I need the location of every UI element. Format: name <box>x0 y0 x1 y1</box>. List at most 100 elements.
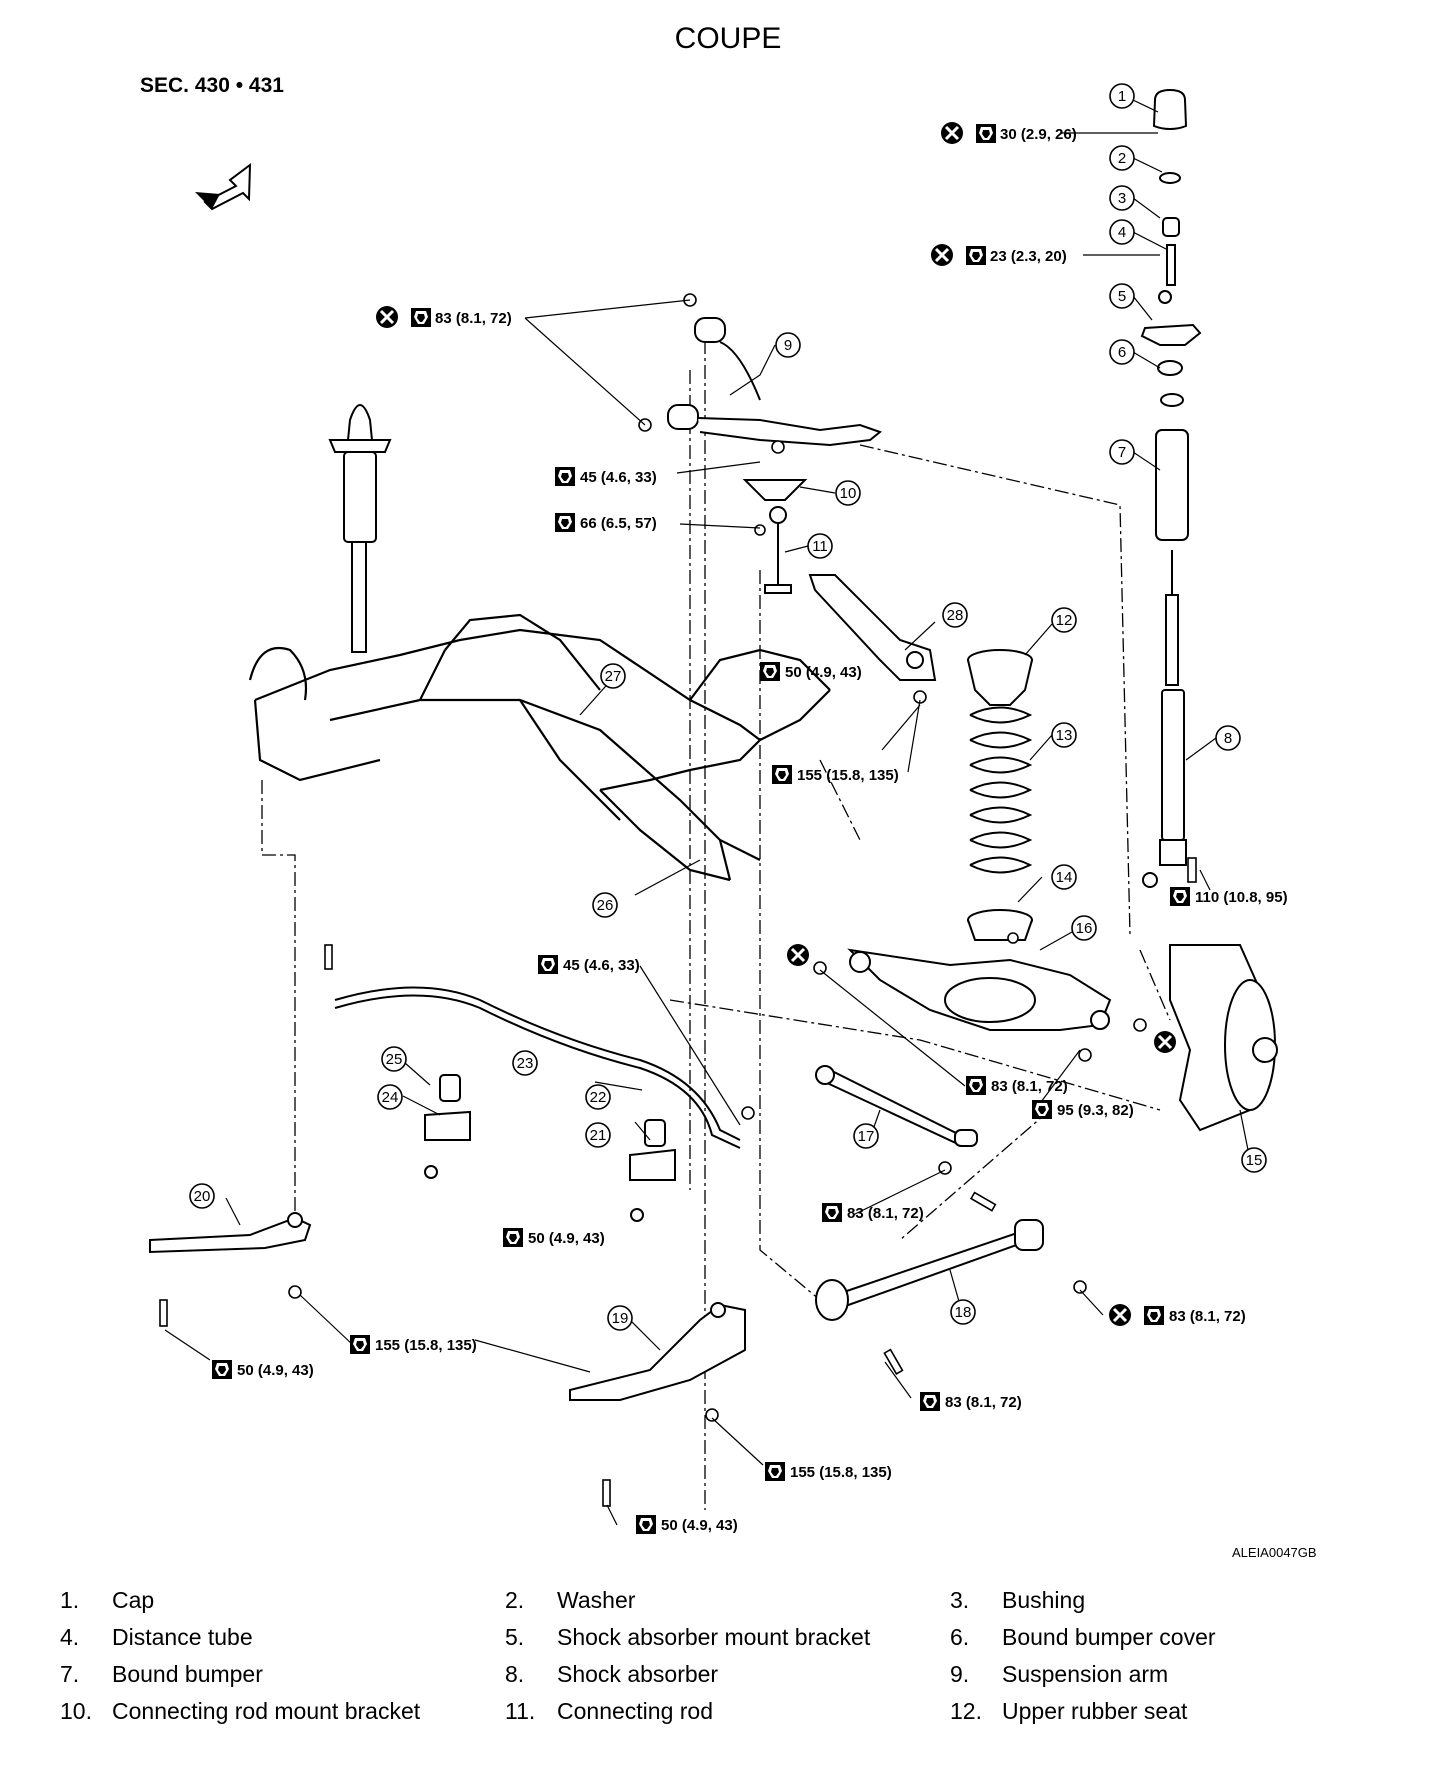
svg-text:19: 19 <box>612 1310 629 1327</box>
torque-spec-23: 23 (2.3, 20) <box>929 242 1067 268</box>
svg-text:50 (4.9, 43): 50 (4.9, 43) <box>785 664 862 681</box>
legend-item: 9.Suspension arm <box>950 1661 1395 1688</box>
legend-item: 2.Washer <box>505 1587 950 1614</box>
callout-18: 18 <box>950 1299 976 1325</box>
legend-item: 10.Connecting rod mount bracket <box>60 1698 505 1725</box>
svg-text:9: 9 <box>784 337 792 354</box>
svg-text:14: 14 <box>1056 869 1073 886</box>
svg-text:50 (4.9, 43): 50 (4.9, 43) <box>237 1362 314 1379</box>
legend-number: 1. <box>60 1587 80 1613</box>
torque-spec-155-left: 155 (15.8, 135) <box>350 1335 477 1354</box>
legend-number: 8. <box>505 1661 525 1687</box>
shock-absorber-stack <box>1140 88 1202 888</box>
svg-text:12: 12 <box>1056 612 1073 629</box>
callout-25: 25 <box>381 1046 407 1072</box>
legend-number: 7. <box>60 1661 80 1687</box>
section-reference: SEC. 430 • 431 <box>140 74 284 97</box>
callout-1: 1 <box>1109 83 1135 109</box>
torque-spec-50-clamp: 50 (4.9, 43) <box>503 1228 605 1247</box>
member-brackets <box>149 1212 746 1401</box>
svg-text:3: 3 <box>1118 190 1126 207</box>
svg-text:15: 15 <box>1246 1152 1263 1169</box>
svg-text:155 (15.8, 135): 155 (15.8, 135) <box>797 767 899 784</box>
legend-number: 5. <box>505 1624 525 1650</box>
legend-number: 11. <box>505 1698 536 1724</box>
spring-assembly <box>967 649 1033 941</box>
torque-spec-83-mid: 83 (8.1, 72) <box>966 1076 1068 1095</box>
callout-12: 12 <box>1051 607 1077 633</box>
callout-24: 24 <box>377 1084 403 1110</box>
svg-text:10: 10 <box>840 485 857 502</box>
legend-item: 8.Shock absorber <box>505 1661 950 1688</box>
torque-spec-155-bottom: 155 (15.8, 135) <box>765 1462 892 1481</box>
legend-label: Washer <box>557 1587 636 1613</box>
svg-text:45 (4.6, 33): 45 (4.6, 33) <box>580 469 657 486</box>
svg-text:83 (8.1, 72): 83 (8.1, 72) <box>435 310 512 327</box>
svg-text:6: 6 <box>1118 344 1126 361</box>
legend-label: Cap <box>112 1587 155 1613</box>
legend-number: 12. <box>950 1698 982 1724</box>
callout-6: 6 <box>1109 339 1135 365</box>
torque-spec-50-left: 50 (4.9, 43) <box>212 1360 314 1379</box>
callout-19: 19 <box>607 1305 633 1331</box>
legend-item: 3.Bushing <box>950 1587 1395 1614</box>
stabilizer-bar-part <box>334 986 741 1149</box>
svg-text:45 (4.6, 33): 45 (4.6, 33) <box>563 957 640 974</box>
torque-spec-30: 30 (2.9, 26) <box>939 120 1077 146</box>
svg-text:50 (4.9, 43): 50 (4.9, 43) <box>528 1230 605 1247</box>
legend-label: Shock absorber mount bracket <box>557 1624 871 1650</box>
callout-3: 3 <box>1109 185 1135 211</box>
bound-bumper-part <box>1155 429 1189 541</box>
cap-part <box>1152 88 1188 130</box>
svg-text:24: 24 <box>382 1089 399 1106</box>
legend-item: 7.Bound bumper <box>60 1661 505 1688</box>
svg-text:11: 11 <box>812 538 828 555</box>
svg-text:66 (6.5, 57): 66 (6.5, 57) <box>580 515 657 532</box>
legend-item: 6.Bound bumper cover <box>950 1624 1395 1651</box>
svg-text:83 (8.1, 72): 83 (8.1, 72) <box>847 1205 924 1222</box>
lower-link-part <box>847 948 1112 1031</box>
svg-text:27: 27 <box>605 668 622 685</box>
svg-text:4: 4 <box>1118 224 1126 241</box>
svg-text:1: 1 <box>1118 88 1126 105</box>
callout-numbers: 1 2 3 4 5 6 7 8 9 10 11 12 13 14 15 16 1… <box>189 83 1267 1331</box>
legend-number: 10. <box>60 1698 92 1724</box>
callout-21: 21 <box>585 1122 611 1148</box>
legend-row: 10.Connecting rod mount bracket 11.Conne… <box>60 1693 1440 1730</box>
stabilizer-clamps <box>424 1074 676 1222</box>
bushing-part <box>1162 217 1180 237</box>
svg-text:17: 17 <box>858 1128 875 1145</box>
callout-26: 26 <box>592 892 618 918</box>
svg-text:16: 16 <box>1076 920 1093 937</box>
svg-text:155 (15.8, 135): 155 (15.8, 135) <box>375 1337 477 1354</box>
callout-23: 23 <box>512 1050 538 1076</box>
svg-text:83 (8.1, 72): 83 (8.1, 72) <box>1169 1308 1246 1325</box>
callout-4: 4 <box>1109 219 1135 245</box>
callout-13: 13 <box>1051 722 1077 748</box>
svg-text:95 (9.3, 82): 95 (9.3, 82) <box>1057 1102 1134 1119</box>
legend-item: 11.Connecting rod <box>505 1698 950 1725</box>
torque-spec-45-mid: 45 (4.6, 33) <box>538 955 640 974</box>
legend-item: 1. Cap <box>60 1587 505 1614</box>
legend-row: 4.Distance tube 5.Shock absorber mount b… <box>60 1619 1440 1656</box>
svg-text:7: 7 <box>1118 444 1126 461</box>
callout-14: 14 <box>1051 864 1077 890</box>
legend-label: Upper rubber seat <box>1002 1698 1188 1724</box>
lateral-links <box>815 1065 1044 1321</box>
svg-text:25: 25 <box>386 1051 403 1068</box>
suspension-member <box>248 613 831 882</box>
page-title: COUPE <box>674 22 782 55</box>
connecting-rod-parts <box>742 479 808 594</box>
callout-5: 5 <box>1109 283 1135 309</box>
svg-text:8: 8 <box>1224 730 1232 747</box>
svg-text:20: 20 <box>194 1188 211 1205</box>
callout-20: 20 <box>189 1183 215 1209</box>
suspension-arm-part <box>667 317 883 447</box>
torque-spec-66: 66 (6.5, 57) <box>555 513 657 532</box>
callout-11: 11 <box>807 533 833 559</box>
assembly-guide-lines <box>261 340 1171 1510</box>
replace-icon-lower-link <box>785 942 811 968</box>
front-arrow-icon <box>195 162 252 211</box>
svg-text:26: 26 <box>597 897 614 914</box>
callout-16: 16 <box>1071 915 1097 941</box>
